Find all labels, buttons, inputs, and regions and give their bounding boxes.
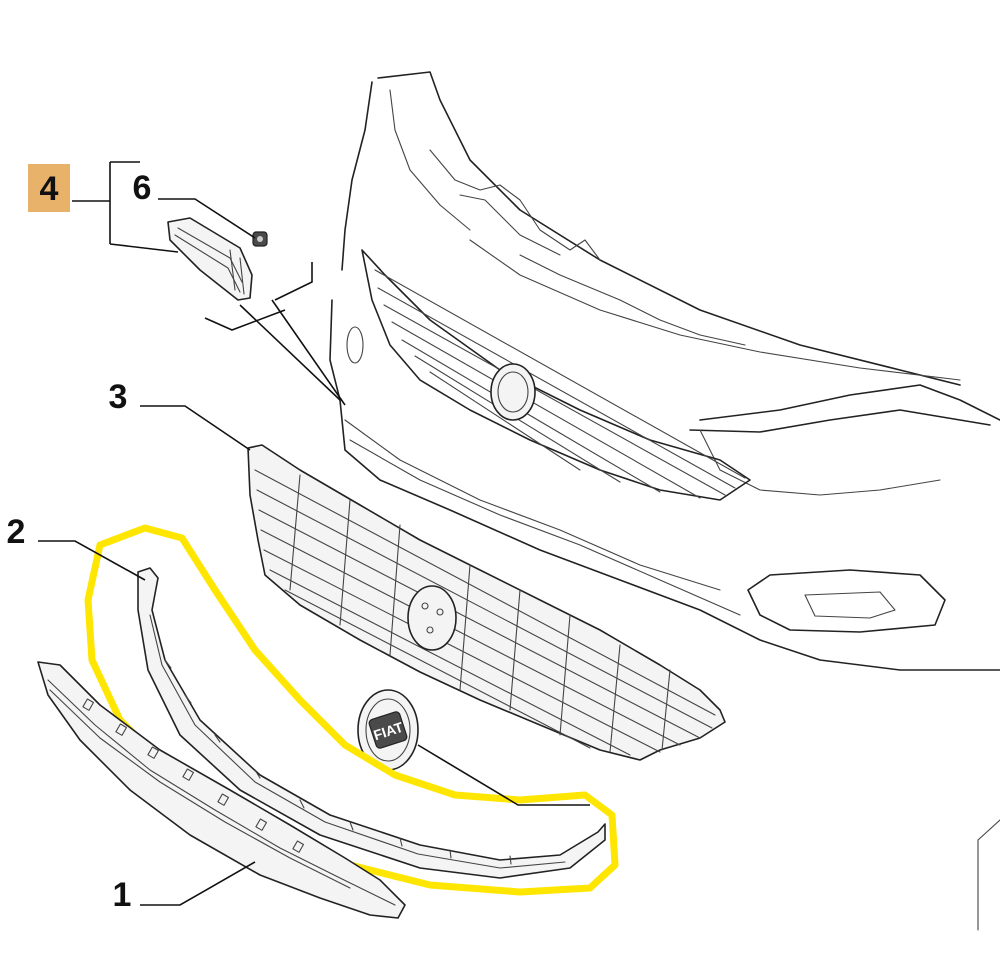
label-3: 3 [109, 378, 128, 416]
callout-labels: 4 6 3 2 1 [7, 164, 152, 914]
label-2: 2 [7, 513, 26, 551]
part-1-lower-strip [37, 661, 406, 919]
leader-lines [38, 161, 590, 906]
lower-strip-clips [82, 698, 305, 853]
grille-cross-bars [289, 474, 671, 753]
label-6: 6 [133, 169, 152, 207]
grille-emblem-mount [407, 585, 457, 651]
grille-slats [254, 469, 716, 756]
part-6-clip [252, 231, 268, 247]
fog-lamp [747, 569, 946, 633]
fiat-emblem: FIAT [357, 689, 419, 771]
part-2-trim-strip [137, 567, 606, 879]
label-1: 1 [113, 876, 132, 914]
car-front-drawing [329, 71, 1000, 931]
badge-4-background [28, 164, 70, 212]
part-3-grille [247, 444, 726, 761]
label-4: 4 [40, 170, 59, 208]
part-6-bracket [167, 217, 253, 301]
trim-clip-marks [164, 659, 512, 865]
